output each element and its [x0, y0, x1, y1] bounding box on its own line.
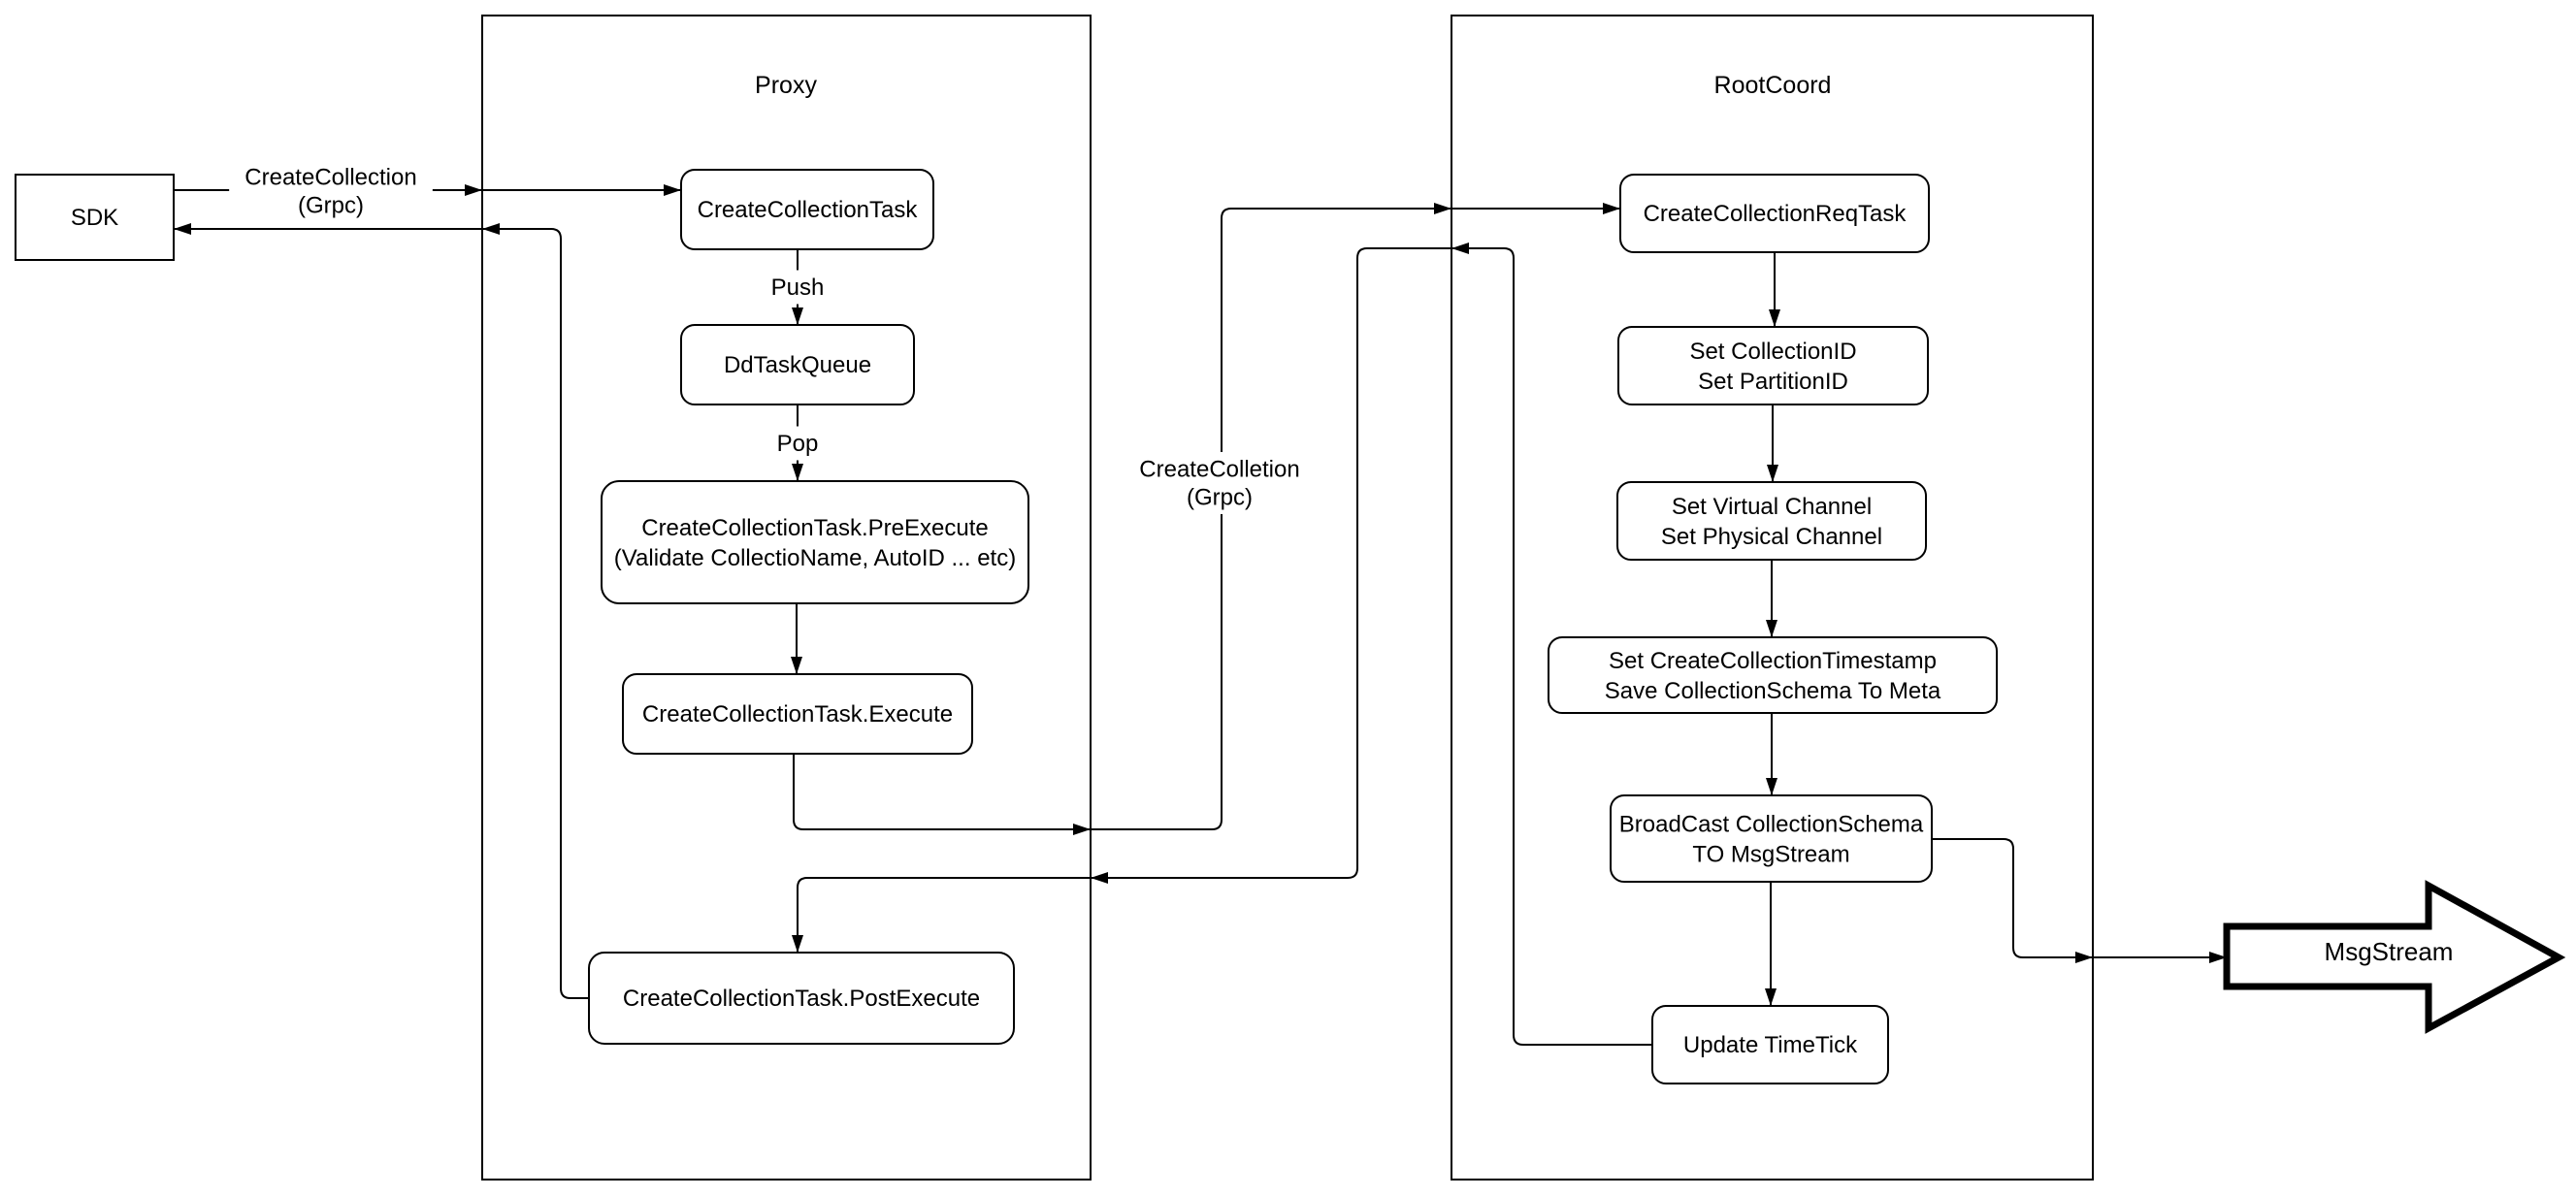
- edge-return-to-postexecute: [792, 877, 1091, 953]
- node-execute-label: CreateCollectionTask.Execute: [642, 701, 953, 728]
- node-update-timetick-label: Update TimeTick: [1683, 1032, 1858, 1058]
- edge-label-createcollection-grpc-bg: [229, 160, 433, 222]
- edge-label-createcolletion-grpc-bg: [1124, 452, 1316, 514]
- edge-execute-to-proxy-border: [793, 754, 1091, 835]
- edge-label-createcollection-grpc-text: CreateCollection(Grpc): [245, 165, 416, 219]
- node-set-channels: [1616, 481, 1927, 561]
- edge-postexecute-to-proxy-border: [482, 223, 589, 999]
- edge-timetick-to-rootcoord-border: [1451, 243, 1652, 1046]
- edge-label-pop: Pop: [774, 426, 821, 461]
- node-create-collection-req-task: [1619, 174, 1930, 253]
- node-create-collection-req-task-label: CreateCollectionReqTask: [1644, 201, 1908, 227]
- node-execute: [622, 673, 973, 755]
- node-set-timestamp-save-schema: [1548, 636, 1998, 714]
- edge-proxy-to-rootcoord: [1091, 203, 1451, 830]
- node-post-execute: [588, 952, 1015, 1045]
- edge-label-push-text: Push: [771, 275, 825, 301]
- node-sdk-label: SDK: [71, 205, 118, 231]
- edge-label-pop-text: Pop: [777, 431, 819, 457]
- edge-rootcoord-return-to-proxy: [1091, 247, 1451, 884]
- edge-label-createcolletion-grpc: CreateColletion(Grpc): [1124, 452, 1316, 514]
- node-dd-task-queue: [680, 324, 915, 405]
- node-update-timetick: [1651, 1005, 1889, 1084]
- container-proxy: [481, 15, 1092, 1181]
- node-pre-execute-label: CreateCollectionTask.PreExecute(Validate…: [614, 515, 1016, 571]
- edge-label-push: Push: [768, 270, 827, 305]
- edge-label-push-bg: [768, 270, 827, 305]
- node-dd-task-queue-label: DdTaskQueue: [724, 352, 871, 378]
- msgstream-label: MsgStream: [2325, 937, 2454, 966]
- container-proxy-title: Proxy: [755, 72, 817, 99]
- node-create-collection-task-label: CreateCollectionTask: [698, 197, 919, 223]
- node-set-collection-id: [1617, 326, 1929, 405]
- node-sdk: [15, 174, 175, 261]
- edge-label-createcolletion-grpc-text: CreateColletion(Grpc): [1139, 457, 1299, 511]
- msgstream-arrow: [2223, 880, 2566, 1034]
- node-pre-execute: [601, 480, 1029, 604]
- edge-label-createcollection-grpc: CreateCollection(Grpc): [229, 160, 433, 222]
- container-rootcoord: [1451, 15, 2094, 1181]
- node-broadcast-schema: [1610, 794, 1933, 883]
- node-create-collection-task: [680, 169, 934, 250]
- edge-label-pop-bg: [774, 426, 821, 461]
- node-post-execute-label: CreateCollectionTask.PostExecute: [623, 986, 980, 1012]
- container-rootcoord-title: RootCoord: [1714, 72, 1832, 99]
- edge-broadcast-to-border: [1932, 838, 2093, 963]
